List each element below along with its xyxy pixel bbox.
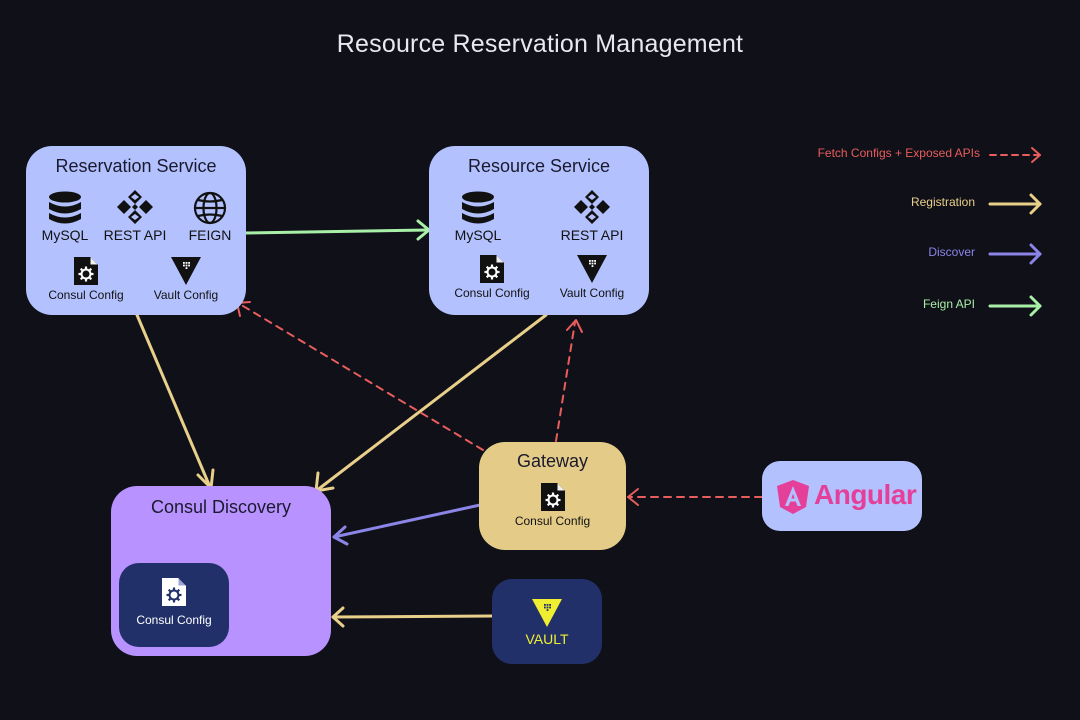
edge-fetch-gateway-reservation [236,301,484,451]
reservation-vault-config-label: Vault Config [153,288,219,302]
consul-inner-config: Consul Config [119,563,229,647]
angular-label: Angular [814,479,917,510]
edge-fetch-angular-gateway [627,488,763,506]
vault-icon [171,257,201,285]
edge-registration-reservation [135,313,215,490]
reservation-consul-config-label: Consul Config [48,288,124,302]
legend-feign-label: Feign API [922,297,975,311]
reservation-feign-label: FEIGN [188,227,232,243]
consul-discovery-title: Consul Discovery [150,497,292,517]
reservation-mysql-label: MySQL [41,227,89,243]
legend-fetch-arrow [989,147,1041,163]
rest-api-icon [117,190,153,224]
globe-icon [193,191,227,225]
consul-discovery-node[interactable]: Consul Discovery Consul Config [111,486,331,656]
config-file-icon [540,483,565,511]
gateway-title: Gateway [516,451,589,471]
edge-discover-gateway [332,503,482,546]
resource-service-node[interactable]: Resource Service MySQL REST API [429,146,649,315]
database-icon [462,191,494,224]
vault-icon [577,255,607,283]
vault-node[interactable]: VAULT [492,579,602,664]
edge-fetch-gateway-resource [555,319,583,442]
reservation-feign: FEIGN [182,191,238,243]
legend-fetch-label: Fetch Configs + Exposed APIs [817,146,980,160]
consul-inner-config-label: Consul Config [136,613,212,627]
rest-api-icon [574,190,610,224]
resource-vault-config-label: Vault Config [559,286,625,300]
gateway-node[interactable]: Gateway Consul Config [479,442,626,550]
reservation-rest-api: REST API [102,189,168,243]
vault-label: VAULT [525,631,569,647]
legend-registration-arrow [988,193,1042,215]
resource-mysql-label: MySQL [454,227,502,243]
config-file-icon [162,578,186,606]
resource-vault-config: Vault Config [552,254,632,300]
edge-feign-api [242,219,431,241]
gateway-consul-config-label: Consul Config [514,514,591,528]
legend-registration-label: Registration [910,195,975,209]
resource-consul-config-label: Consul Config [454,286,530,300]
legend-feign-arrow [988,295,1042,317]
resource-consul-config: Consul Config [446,254,538,300]
config-file-icon [74,257,98,285]
edge-registration-vault [331,606,494,628]
legend-discover-label: Discover [928,245,975,259]
reservation-rest-api-label: REST API [103,227,167,243]
resource-rest-api: REST API [559,189,625,243]
reservation-consul-config: Consul Config [40,256,132,302]
angular-logo [777,480,809,514]
reservation-vault-config: Vault Config [146,256,226,302]
reservation-mysql: MySQL [36,191,94,243]
gateway-consul-config: Consul Config [505,482,600,528]
database-icon [49,191,81,224]
resource-service-title: Resource Service [467,156,611,176]
resource-mysql: MySQL [449,191,507,243]
config-file-icon [480,255,504,283]
angular-node[interactable]: Angular [762,461,922,531]
reservation-service-node[interactable]: Reservation Service MySQL REST API [26,146,246,315]
legend-discover-arrow [988,243,1042,265]
reservation-service-title: Reservation Service [55,156,217,176]
resource-rest-api-label: REST API [560,227,624,243]
diagram-title: Resource Reservation Management [336,30,744,58]
vault-icon [532,599,562,627]
